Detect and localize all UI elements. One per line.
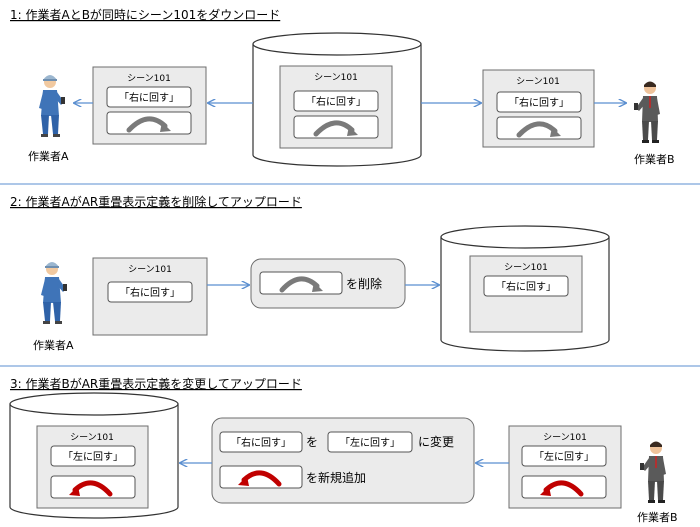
label-box [293,90,379,112]
scene-title: シーン101 [504,263,548,273]
label-right-text: 「右に回す」 [306,95,366,108]
label-left-text: 「左に回す」 [340,436,400,449]
scene-title: シーン101 [543,433,587,443]
label-box [219,431,303,453]
scene-panel-server: シーン101 「右に回す」 [279,65,393,149]
worker-b-figure [640,441,666,503]
scene-panel-right: シーン101 「右に回す」 [482,69,595,148]
worker-b-figure [634,81,660,143]
scene-title: シーン101 [314,73,358,83]
change-callout: 「右に回す」 を 「左に回す」 に変更 を新規追加 [211,417,475,504]
gesture-box [293,115,379,139]
label-box [327,431,413,453]
label-right-text: 「右に回す」 [509,96,569,109]
rotate-left-icon [238,470,282,487]
label-box [496,91,582,113]
label-right-text: 「右に回す」 [120,286,180,299]
scene-panel-worker-a: シーン101 「右に回す」 [92,257,208,336]
gesture-box [496,116,582,140]
gesture-box [106,111,192,135]
scene-panel-server: シーン101 「右に回す」 [469,255,583,333]
rotate-right-icon [313,120,358,137]
label-left-text: 「左に回す」 [63,450,123,463]
section-2-title: 2: 作業者AがAR重畳表示定義を削除してアップロード [10,194,302,209]
scene-panel-server: シーン101 「左に回す」 [36,425,149,509]
scene-title: シーン101 [516,77,560,87]
rotate-left-icon [69,480,113,497]
label-box [50,445,136,467]
scene-title: シーン101 [128,265,172,275]
label-box [107,281,193,303]
wo-text: を [306,435,318,449]
section-3-title: 3: 作業者BがAR重畳表示定義を変更してアップロード [10,376,302,391]
delete-text: を削除 [346,276,382,291]
label-left-text: 「左に回す」 [534,450,594,463]
rotate-right-icon [126,116,171,133]
add-text: を新規追加 [306,470,366,485]
worker-a-figure [39,75,65,137]
worker-a-figure [41,262,67,324]
rotate-right-icon [516,121,561,138]
gesture-box [521,475,607,499]
worker-b-label: 作業者B [634,153,675,166]
section-1-title: 1: 作業者AとBが同時にシーン101をダウンロード [10,7,280,22]
change-text: に変更 [418,434,454,449]
scene-title: シーン101 [127,74,171,84]
scene-panel-worker-b: シーン101 「左に回す」 [508,425,622,509]
label-box [106,86,192,108]
worker-a-label: 作業者A [28,150,69,163]
label-box [483,275,569,297]
gesture-box [219,465,303,489]
rotate-right-icon [279,276,323,293]
label-right-text: 「右に回す」 [119,91,179,104]
label-box [521,445,607,467]
gesture-box [259,271,343,295]
rotate-left-icon [540,480,584,497]
worker-b-label: 作業者B [637,511,678,524]
scene-panel-left: シーン101 「右に回す」 [92,66,207,145]
scene-title: シーン101 [70,433,114,443]
worker-a-label: 作業者A [33,339,74,352]
gesture-box [50,475,136,499]
delete-callout: を削除 [250,258,406,309]
label-right-text: 「右に回す」 [231,436,291,449]
label-right-text: 「右に回す」 [496,280,556,293]
